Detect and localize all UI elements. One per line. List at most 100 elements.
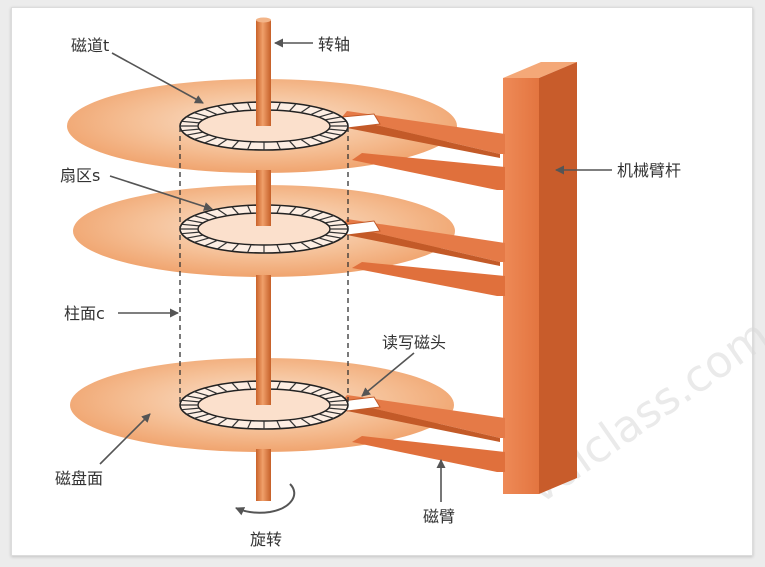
- sector-divider: [186, 410, 204, 415]
- sector-divider: [181, 407, 200, 411]
- sector-divider: [231, 103, 240, 112]
- sector-divider: [231, 382, 240, 391]
- sector-divider: [300, 138, 312, 147]
- sector-divider: [276, 420, 281, 429]
- sector-divider: [204, 211, 218, 219]
- sector-divider: [247, 205, 252, 214]
- sector-divider: [181, 120, 200, 124]
- sector-divider: [204, 239, 218, 247]
- sector-divider: [300, 208, 312, 217]
- sector-divider: [328, 120, 347, 124]
- sector-divider: [328, 407, 347, 411]
- sector-divider: [186, 219, 204, 224]
- label-spindle: 转轴: [318, 35, 350, 54]
- sector-divider: [310, 211, 324, 219]
- sector-divider: [193, 237, 210, 243]
- sector-divider: [318, 391, 335, 397]
- sector-divider: [231, 419, 240, 428]
- sector-divider: [310, 108, 324, 116]
- sector-divider: [276, 205, 281, 214]
- sector-divider: [216, 105, 228, 114]
- sector-divider: [300, 241, 312, 250]
- arrow-icon: [111, 52, 204, 104]
- label-track: 磁道t: [71, 36, 109, 55]
- sector-divider: [288, 103, 297, 112]
- sector-divider: [288, 419, 297, 428]
- sector-divider: [186, 131, 204, 136]
- sector-divider: [288, 140, 297, 149]
- sector-divider: [318, 215, 335, 221]
- sector-divider: [328, 128, 347, 132]
- sector-divider: [216, 384, 228, 393]
- label-rotation: 旋转: [250, 530, 282, 549]
- sector-divider: [204, 387, 218, 395]
- sector-divider: [310, 387, 324, 395]
- sector-divider: [186, 116, 204, 121]
- sector-divider: [181, 128, 200, 132]
- sector-divider: [300, 384, 312, 393]
- sector-divider: [193, 413, 210, 419]
- sector-divider: [328, 399, 347, 403]
- sector-divider: [300, 417, 312, 426]
- sector-divider: [328, 231, 347, 235]
- sector-divider: [247, 381, 252, 390]
- sector-divider: [181, 399, 200, 403]
- sector-divider: [186, 395, 204, 400]
- sector-divider: [328, 223, 347, 227]
- label-disk-arm: 磁臂: [423, 507, 455, 526]
- arm-rod: [503, 62, 577, 494]
- sector-divider: [204, 108, 218, 116]
- sector-divider: [216, 241, 228, 250]
- sector-divider: [193, 134, 210, 140]
- label-arm-rod: 机械臂杆: [617, 161, 681, 180]
- spindle: [256, 17, 271, 501]
- sector-divider: [247, 420, 252, 429]
- sector-divider: [216, 208, 228, 217]
- sector-divider: [276, 381, 281, 390]
- sector-divider: [216, 138, 228, 147]
- sector-divider: [324, 131, 342, 136]
- sector-divider: [324, 410, 342, 415]
- label-sector: 扇区s: [60, 166, 100, 185]
- disk-arm-bottom: [341, 395, 505, 472]
- sector-divider: [247, 102, 252, 111]
- sector-divider: [288, 206, 297, 215]
- sector-divider: [247, 244, 252, 253]
- sector-divider: [288, 243, 297, 252]
- sector-divider: [310, 239, 324, 247]
- cylinder-outline: [179, 127, 349, 405]
- sector-divider: [181, 231, 200, 235]
- sector-divider: [231, 140, 240, 149]
- sector-divider: [216, 417, 228, 426]
- label-cylinder: 柱面c: [64, 304, 105, 323]
- sector-divider: [324, 234, 342, 239]
- sector-divider: [318, 134, 335, 140]
- label-platter-surface: 磁盘面: [55, 469, 103, 488]
- disk-arm-top: [341, 111, 505, 190]
- sector-divider: [193, 112, 210, 118]
- sector-divider: [310, 415, 324, 423]
- sector-divider: [324, 219, 342, 224]
- sector-divider: [300, 105, 312, 114]
- sector-divider: [324, 395, 342, 400]
- label-head: 读写磁头: [382, 333, 446, 352]
- sector-divider: [310, 136, 324, 144]
- sector-divider: [231, 243, 240, 252]
- sector-divider: [276, 141, 281, 150]
- sector-divider: [193, 215, 210, 221]
- sector-divider: [276, 102, 281, 111]
- sector-divider: [181, 223, 200, 227]
- arrow-icon: [361, 352, 415, 397]
- sector-divider: [288, 382, 297, 391]
- sector-divider: [318, 237, 335, 243]
- sector-divider: [231, 206, 240, 215]
- sector-divider: [204, 136, 218, 144]
- sector-divider: [204, 415, 218, 423]
- sector-divider: [318, 112, 335, 118]
- curved-arrow-icon: [235, 483, 296, 516]
- sector-divider: [247, 141, 252, 150]
- sector-divider: [324, 116, 342, 121]
- sector-divider: [193, 391, 210, 397]
- sector-divider: [276, 244, 281, 253]
